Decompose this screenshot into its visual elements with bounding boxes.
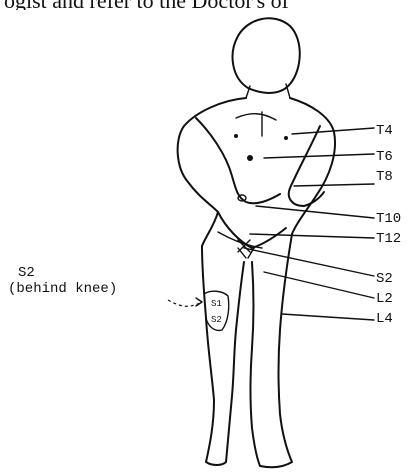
left-arm-outline xyxy=(196,118,280,203)
s2-note-line2: (behind knee) xyxy=(8,281,117,297)
label-t12: T12 xyxy=(376,231,401,247)
label-t6: T6 xyxy=(376,149,393,165)
right-nipple-dot xyxy=(284,136,288,140)
knee-s1-label: S1 xyxy=(211,299,222,309)
sternum-dot xyxy=(247,155,253,161)
t8-leader xyxy=(294,184,374,186)
chest-line xyxy=(236,112,276,136)
label-t4: T4 xyxy=(376,123,393,139)
torso-outline xyxy=(178,98,335,246)
l4-leader xyxy=(282,314,374,320)
t10-leader xyxy=(256,206,374,218)
label-t10: T10 xyxy=(376,211,401,227)
l2-leader xyxy=(264,272,374,298)
t12-leader xyxy=(250,234,374,238)
right-leg-outline xyxy=(251,234,293,467)
label-l2: L2 xyxy=(376,291,393,307)
label-t8: T8 xyxy=(376,169,393,185)
knee-pointer-arrowhead xyxy=(196,298,202,306)
neck-outline xyxy=(246,84,290,98)
label-l4: L4 xyxy=(376,311,393,327)
s2-note-line1: S2 xyxy=(18,265,35,281)
left-leg-outline xyxy=(202,246,244,465)
left-nipple-dot xyxy=(234,134,238,138)
label-s2: S2 xyxy=(376,271,393,287)
right-arm-outline xyxy=(289,126,324,206)
knee-s2-label: S2 xyxy=(211,315,222,325)
groin-lines xyxy=(218,232,262,258)
abdomen-outline xyxy=(218,212,286,248)
head-outline xyxy=(233,18,300,93)
t6-leader xyxy=(264,154,374,158)
